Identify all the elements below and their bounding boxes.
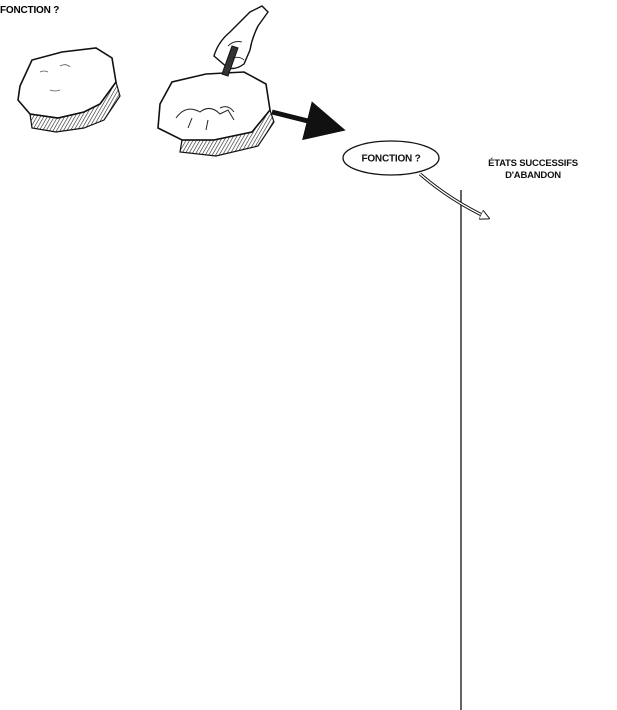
arrow-to-second-engraving: FONCTION ?	[0, 0, 578, 181]
arrow-to-hearth: FONCTION ?	[0, 0, 578, 181]
hand-with-engraving-tool-icon	[213, 5, 269, 77]
hearth-ash-1: FONCTION ?	[0, 0, 578, 181]
function-question-oval-1: FONCTION ?	[342, 140, 440, 176]
function-question-oval-2: FONCTION ?	[0, 0, 59, 17]
function-question-label-2: FONCTION ?	[0, 5, 60, 16]
arrow-down-to-function-2: FONCTION ?	[0, 0, 578, 181]
function-question-label-1: FONCTION ?	[361, 154, 420, 165]
engraved-slab-rock	[157, 71, 275, 157]
blank-slab-rock	[17, 47, 121, 133]
column-title-line-2: D'ABANDON	[505, 170, 561, 181]
hollow-arrow-to-state-2: FONCTION ?	[0, 0, 578, 181]
abandon-states-column-title: ÉTATS SUCCESSIFS D'ABANDON	[478, 158, 588, 182]
curved-arrow-down-1: FONCTION ?	[0, 0, 578, 181]
arrow-to-function-1	[271, 101, 346, 141]
column-title-line-1: ÉTATS SUCCESSIFS	[488, 158, 578, 169]
hollow-arrow-to-state-3: FONCTION ?	[0, 0, 578, 181]
